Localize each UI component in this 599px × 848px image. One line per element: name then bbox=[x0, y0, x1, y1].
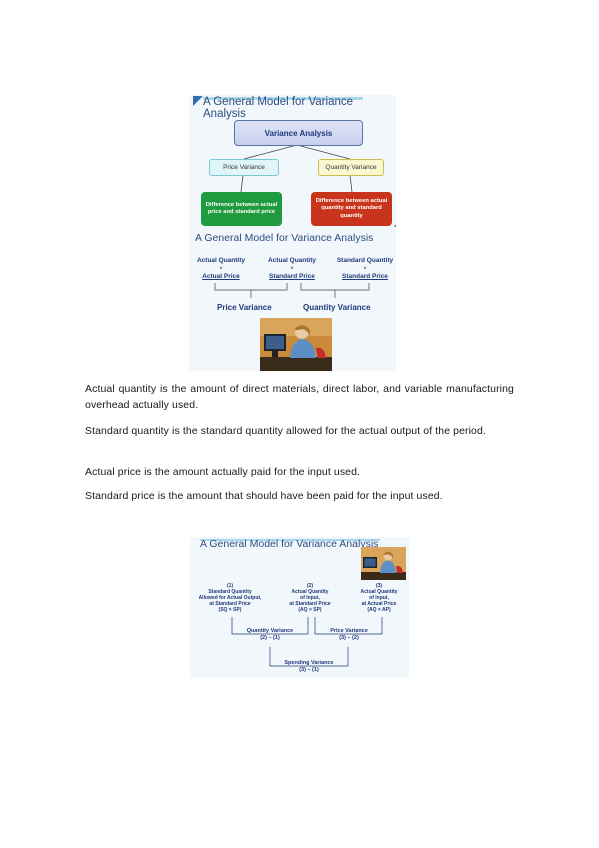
column-line: Actual Quantity bbox=[360, 589, 398, 595]
column-formula: (SQ × SP) bbox=[218, 607, 242, 613]
bottom-quantity-variance: Quantity Variance bbox=[303, 303, 371, 312]
column-line: at Actual Price bbox=[361, 601, 397, 607]
variance-formula: (3) – (2) bbox=[339, 634, 359, 641]
column-number: (2) bbox=[306, 583, 314, 589]
variance-formula: (2) – (1) bbox=[260, 634, 280, 641]
times-sign: × bbox=[290, 266, 294, 272]
column-formula: (AQ × SP) bbox=[298, 607, 322, 613]
spending-variance-label: Spending Variance (3) – (1) bbox=[274, 660, 344, 673]
variance-model-figure-2: A General Model for Variance Analysis (1… bbox=[190, 537, 409, 678]
column-line: at Standard Price bbox=[209, 601, 251, 607]
figure2-brackets bbox=[231, 617, 383, 667]
figure1-title: A General Model for Variance Analysis bbox=[203, 96, 354, 120]
column-number: (1) bbox=[226, 583, 234, 589]
actual-qty-actual-price-col: Actual Quantity × Actual Price bbox=[191, 257, 251, 281]
column-line: Standard Quantity bbox=[208, 589, 252, 595]
person-at-computer-illustration bbox=[260, 318, 332, 371]
quantity-variance-label: Quantity Variance (2) – (1) bbox=[236, 628, 304, 641]
column-3-actual-cost: (3) Actual Quantity of Input, at Actual … bbox=[350, 583, 408, 613]
title-accent-bar bbox=[203, 97, 363, 100]
title-corner-accent bbox=[193, 96, 203, 106]
col-line2: Actual Price bbox=[202, 273, 240, 280]
variance-formula: (3) – (1) bbox=[299, 666, 319, 673]
times-sign: × bbox=[363, 266, 367, 272]
price-variance-box: Price Variance bbox=[209, 159, 279, 176]
variance-analysis-box: Variance Analysis bbox=[234, 120, 363, 146]
variance-name: Quantity Variance bbox=[246, 628, 294, 634]
col-line2: Standard Price bbox=[342, 273, 388, 280]
column-line: of Input, bbox=[369, 595, 389, 601]
person-at-computer-illustration bbox=[361, 547, 406, 580]
col-line2: Standard Price bbox=[269, 273, 315, 280]
column-number: (3) bbox=[375, 583, 383, 589]
variance-model-figure-1: A General Model for Variance Analysis Va… bbox=[189, 95, 396, 371]
paragraph-actual-price: Actual price is the amount actually paid… bbox=[85, 466, 361, 478]
title-accent-bar bbox=[200, 539, 380, 541]
column-line: of Input, bbox=[300, 595, 320, 601]
figure2-title: A General Model for Variance Analysis bbox=[200, 538, 379, 550]
quantity-variance-box: Quantity Variance bbox=[318, 159, 384, 176]
column-line: Actual Quantity bbox=[291, 589, 329, 595]
paragraph-standard-price: Standard price is the amount that should… bbox=[85, 490, 443, 502]
column-formula: (AQ × AP) bbox=[367, 607, 391, 613]
standard-qty-standard-price-col: Standard Quantity × Standard Price bbox=[333, 257, 396, 281]
col-line1: Standard Quantity bbox=[336, 257, 394, 264]
figure1-subtitle: A General Model for Variance Analysis bbox=[195, 232, 374, 244]
column-line: Allowed for Actual Output, bbox=[198, 595, 262, 601]
col-line1: Actual Quantity bbox=[267, 257, 317, 264]
paragraph-standard-quantity: Standard quantity is the standard quanti… bbox=[85, 425, 486, 437]
quantity-difference-box: Difference between actual quantity and s… bbox=[311, 192, 392, 226]
left-arrow-glyph: < bbox=[394, 221, 396, 231]
variance-name: Spending Variance bbox=[284, 660, 334, 666]
price-difference-box: Difference between actual price and stan… bbox=[201, 192, 282, 226]
bottom-price-variance: Price Variance bbox=[217, 303, 272, 312]
price-variance-label: Price Variance (3) – (2) bbox=[318, 628, 380, 641]
figure1-connectors bbox=[214, 144, 370, 298]
column-1-standard-cost: (1) Standard Quantity Allowed for Actual… bbox=[191, 583, 269, 613]
paragraph-actual-quantity: Actual quantity is the amount of direct … bbox=[85, 383, 514, 411]
times-sign: × bbox=[219, 266, 223, 272]
variance-name: Price Variance bbox=[330, 628, 368, 634]
column-2-actual-qty-std-price: (2) Actual Quantity of Input, at Standar… bbox=[278, 583, 342, 613]
column-line: at Standard Price bbox=[289, 601, 331, 607]
actual-qty-standard-price-col: Actual Quantity × Standard Price bbox=[261, 257, 323, 281]
col-line1: Actual Quantity bbox=[196, 257, 246, 264]
